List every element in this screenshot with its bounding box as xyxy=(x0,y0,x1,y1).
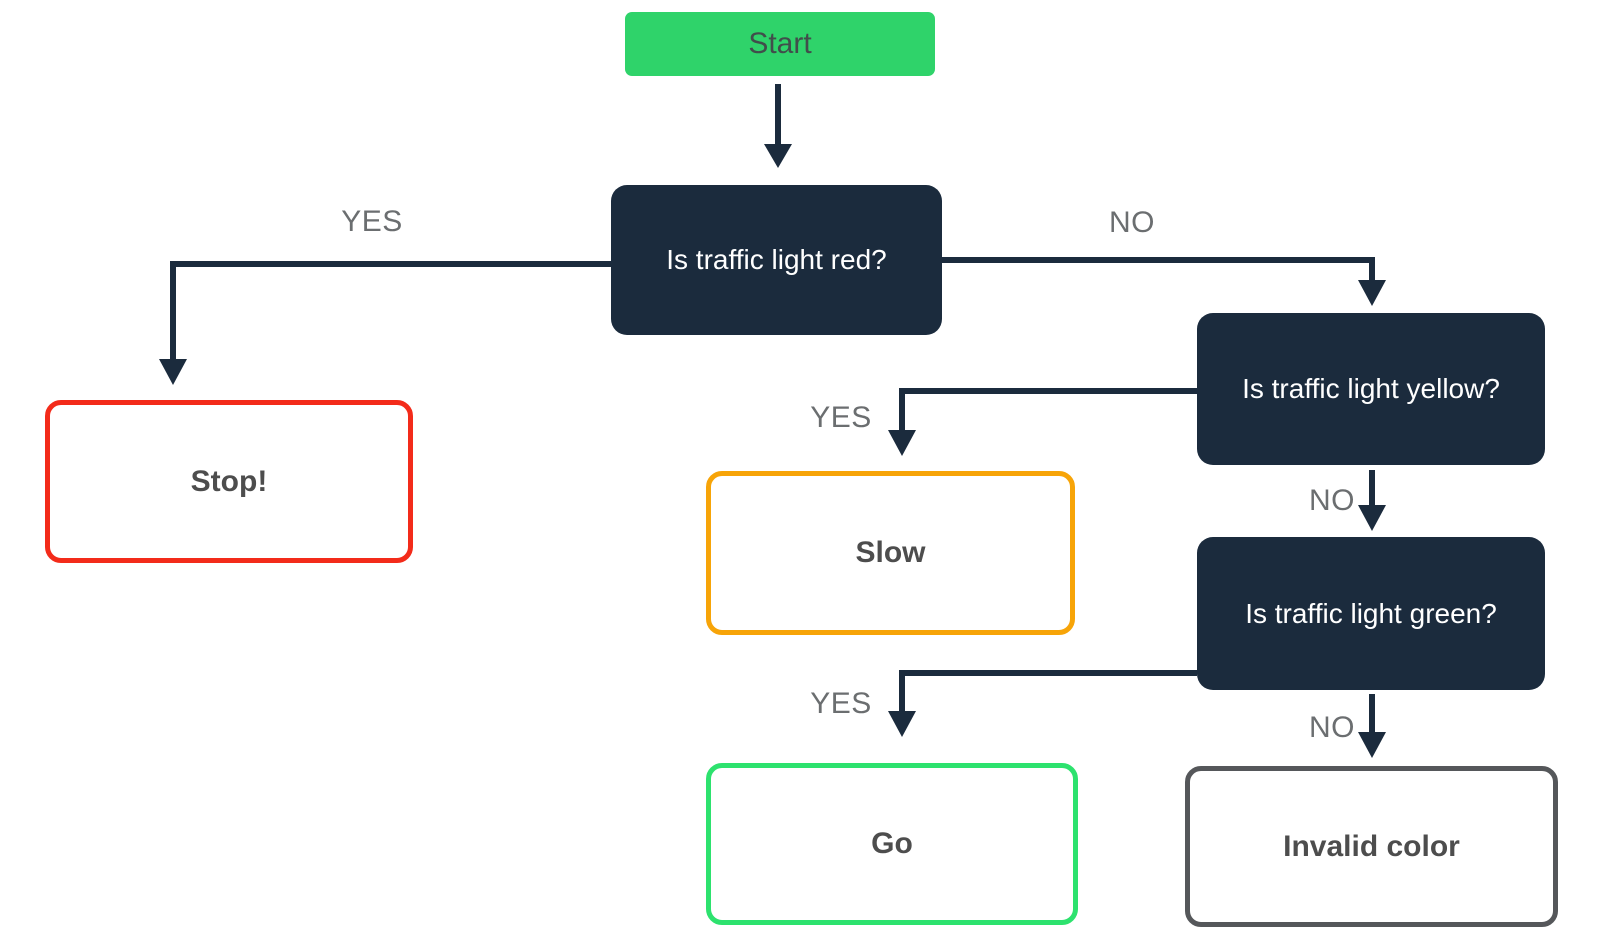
arrowhead-to-slow xyxy=(888,430,916,456)
node-is-yellow: Is traffic light yellow? xyxy=(1197,313,1545,465)
arrowhead-to-go xyxy=(888,711,916,737)
node-is-red: Is traffic light red? xyxy=(611,185,942,335)
node-label: Slow xyxy=(855,536,926,569)
node-label: Is traffic light yellow? xyxy=(1242,373,1500,405)
edge-is-red-to-is-yellow-no xyxy=(942,257,1375,282)
node-label: Stop! xyxy=(190,464,268,498)
arrowhead-to-is-yellow xyxy=(1358,280,1386,306)
edge-is-green-to-go-yes xyxy=(899,670,1197,713)
node-is-green: Is traffic light green? xyxy=(1197,537,1545,690)
node-label: Invalid color xyxy=(1283,829,1460,863)
edge-label-no-is-yellow-to-is-green: NO xyxy=(1309,484,1355,517)
edge-label-yes-is-yellow-to-slow: YES xyxy=(810,401,872,434)
node-invalid-color: Invalid color xyxy=(1185,766,1558,927)
node-go: Go xyxy=(706,763,1078,925)
edge-is-yellow-to-slow-yes xyxy=(899,388,1197,432)
node-label: Start xyxy=(748,27,812,60)
arrowhead-to-invalid xyxy=(1358,732,1386,758)
edge-label-yes-is-red-to-stop: YES xyxy=(341,205,403,238)
arrowhead-to-stop xyxy=(159,359,187,385)
node-label: Is traffic light red? xyxy=(666,244,887,276)
node-slow: Slow xyxy=(706,471,1075,635)
node-start: Start xyxy=(625,12,935,76)
edge-label-no-is-green-to-invalid: NO xyxy=(1309,711,1355,744)
node-label: Go xyxy=(871,827,913,860)
edge-is-red-to-stop-yes xyxy=(170,261,611,361)
node-stop: Stop! xyxy=(45,400,413,563)
arrowhead-to-is-green xyxy=(1358,505,1386,531)
node-label: Is traffic light green? xyxy=(1245,597,1497,629)
edge-label-no-is-red-to-is-yellow: NO xyxy=(1109,206,1155,239)
edge-label-yes-is-green-to-go: YES xyxy=(810,687,872,720)
arrowhead-to-is-red xyxy=(764,144,792,168)
